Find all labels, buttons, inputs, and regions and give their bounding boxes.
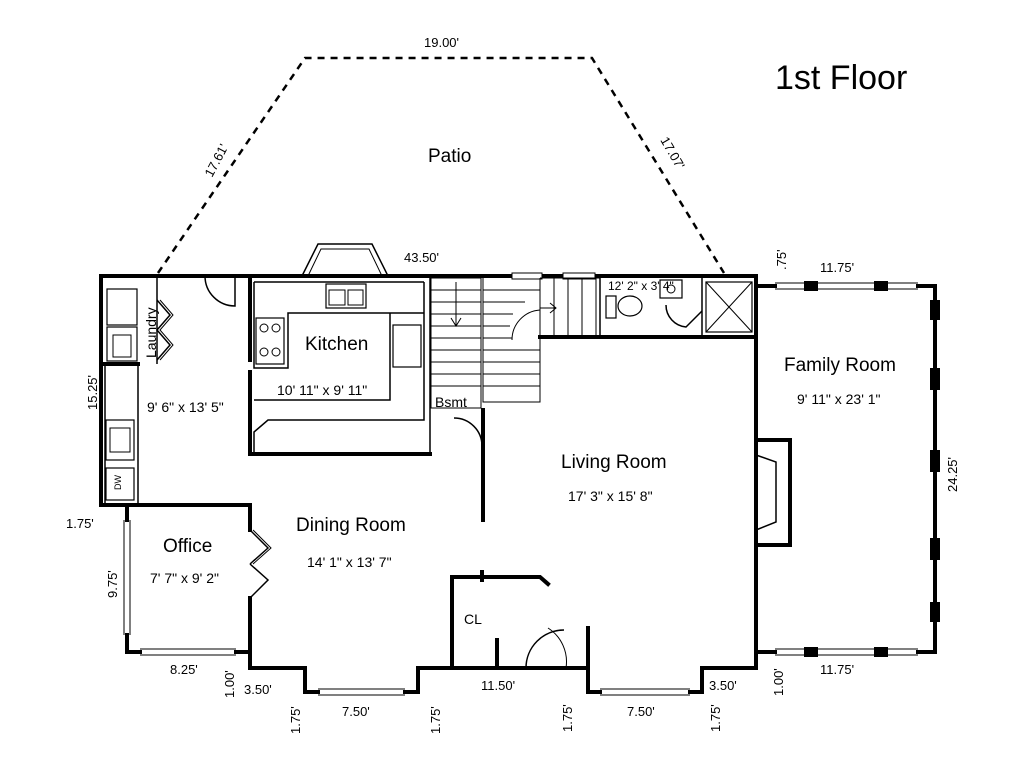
dim-family-right: 24.25' <box>945 457 960 492</box>
kitchen-sink-icon <box>325 283 367 309</box>
dim-bay1-left: 1.75' <box>288 706 303 734</box>
dishwasher-icon <box>105 467 135 501</box>
interior-walls <box>99 274 758 670</box>
hall-sink-icon <box>105 419 135 461</box>
front-door-icon <box>525 629 565 669</box>
dim-bay1-right: 1.75' <box>428 706 443 734</box>
dim-family-step-v: 1.00' <box>771 668 786 696</box>
patio-outline <box>156 56 726 274</box>
dim-family-bottom: 11.75' <box>820 662 854 677</box>
hall-door-icon <box>204 275 236 307</box>
room-size-office: 7' 7" x 9' 2" <box>150 570 219 586</box>
dim-bay1-width: 7.50' <box>342 704 370 719</box>
room-size-bath: 12' 2" x 3' 4" <box>608 279 674 293</box>
washer-icon <box>106 288 138 326</box>
room-label-office: Office <box>163 536 212 557</box>
refrigerator-icon <box>392 324 422 368</box>
dim-office-bottom: 8.25' <box>170 662 198 677</box>
half-bath <box>599 278 753 337</box>
dryer-icon <box>106 326 138 362</box>
room-size-living: 17' 3" x 15' 8" <box>568 488 653 504</box>
dim-bay2-left: 1.75' <box>560 704 575 732</box>
page-title: 1st Floor <box>775 59 907 97</box>
room-size-hall: 9' 6" x 13' 5" <box>147 399 224 415</box>
room-label-dining: Dining Room <box>296 515 406 536</box>
dim-patio-top: 19.00' <box>424 35 459 50</box>
room-size-kitchen: 10' 11" x 9' 11" <box>277 382 367 398</box>
room-size-dining: 14' 1" x 13' 7" <box>307 554 392 570</box>
basement-stairs <box>430 277 483 447</box>
dim-left-upper: 15.25' <box>85 375 100 410</box>
dim-bay2-width: 7.50' <box>627 704 655 719</box>
dim-middle-bottom: 11.50' <box>481 678 515 693</box>
dim-left-step: 1.75' <box>66 516 94 531</box>
room-label-closet: CL <box>464 611 482 627</box>
laundry-machines <box>106 288 138 362</box>
dim-living-step-h: 3.50' <box>709 678 737 693</box>
exterior-walls <box>99 274 937 694</box>
dim-office-left: 9.75' <box>105 570 120 598</box>
dim-bay2-right: 1.75' <box>708 704 723 732</box>
hall-cabinets <box>105 419 135 501</box>
kitchen-bay-window <box>301 243 389 277</box>
fireplace-icon <box>754 438 792 547</box>
toilet-icon <box>617 295 643 317</box>
main-stairs <box>482 277 600 403</box>
dim-dining-step-h: 3.50' <box>244 682 272 697</box>
dishwasher-label: DW <box>113 475 123 490</box>
room-label-kitchen: Kitchen <box>305 334 368 355</box>
windows <box>123 272 940 696</box>
laundry-bifold-door-icon <box>156 299 171 361</box>
dim-family-top: 11.75' <box>820 260 854 275</box>
room-label-patio: Patio <box>428 146 471 167</box>
stove-icon <box>255 317 285 365</box>
room-label-living: Living Room <box>561 452 667 473</box>
room-size-family: 9' 11" x 23' 1" <box>797 391 881 407</box>
kitchen-counters <box>253 281 425 454</box>
room-label-bsmt: Bsmt <box>435 394 467 410</box>
dim-family-step: .75' <box>774 249 789 270</box>
office-door-icon <box>249 529 270 565</box>
dimension-labels: 19.00' 17.61' 17.07' 43.50' .75' 11.75' … <box>66 35 960 734</box>
bath-sink-icon <box>659 279 683 299</box>
dim-top-wall: 43.50' <box>404 250 439 265</box>
dim-patio-right: 17.07' <box>657 134 687 172</box>
room-label-family: Family Room <box>784 355 896 376</box>
dim-dining-step-v: 1.00' <box>222 670 237 698</box>
room-label-laundry: Laundry <box>143 307 159 358</box>
